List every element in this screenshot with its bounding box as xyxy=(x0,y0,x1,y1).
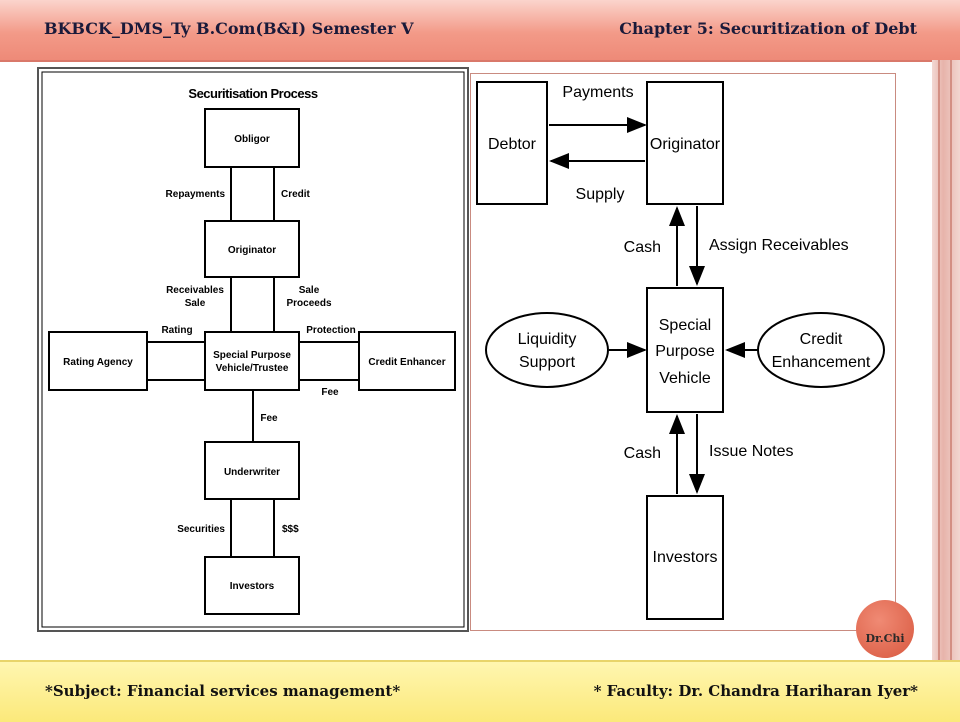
spv-label-line1: Special Purpose xyxy=(213,350,291,361)
liquidity-label-line1: Liquidity xyxy=(518,331,577,348)
chapter-title: Chapter 5: Securitization of Debt xyxy=(619,19,917,38)
receivables-sale-label: Sale xyxy=(185,298,206,309)
spv-box xyxy=(204,331,300,391)
liquidity-support-ellipse xyxy=(485,312,609,388)
credit-label-line1: Credit xyxy=(800,331,843,348)
fee-down-label: Fee xyxy=(260,413,278,424)
slide-footer: *Subject: Financial services management*… xyxy=(0,660,960,722)
investors-label: Investors xyxy=(653,549,718,566)
investors-label: Investors xyxy=(230,581,275,592)
credit-enhancement-ellipse xyxy=(757,312,885,388)
spv-label-line2: Purpose xyxy=(655,343,715,360)
underwriter-label: Underwriter xyxy=(224,467,280,478)
investors-box xyxy=(204,556,300,615)
investors-box xyxy=(646,495,724,620)
left-diagram-canvas: Securitisation Process Obligor xyxy=(41,71,465,628)
cash-top-label: Cash xyxy=(624,239,661,256)
fee-right-label: Fee xyxy=(321,387,339,398)
side-frame xyxy=(932,60,960,660)
assign-receivables-label: Assign Receivables xyxy=(709,237,849,254)
rating-label: Rating xyxy=(161,325,192,336)
spv-box xyxy=(646,287,724,413)
liquidity-label-line2: Support xyxy=(519,354,576,371)
credit-enhancer-box xyxy=(358,331,456,391)
debtor-label: Debtor xyxy=(488,136,537,153)
side-frame-line xyxy=(950,60,952,660)
issue-notes-label: Issue Notes xyxy=(709,443,793,460)
securities-label: Securities xyxy=(177,524,225,535)
spv-label-line2: Vehicle/Trustee xyxy=(216,363,289,374)
diagram-title: Securitisation Process xyxy=(188,86,317,101)
inner-frame xyxy=(41,71,465,628)
originator-label: Originator xyxy=(650,136,721,153)
supply-label: Supply xyxy=(576,186,625,203)
originator-label: Originator xyxy=(228,245,276,256)
securitisation-process-diagram: Securitisation Process Obligor xyxy=(37,67,469,632)
proceeds-label: Proceeds xyxy=(286,298,331,309)
author-badge xyxy=(856,600,914,658)
subject-text: *Subject: Financial services management* xyxy=(45,682,401,700)
course-title: BKBCK_DMS_Ty B.Com(B&I) Semester V xyxy=(44,19,414,38)
obligor-label: Obligor xyxy=(234,134,270,145)
originator-box xyxy=(646,81,724,205)
credit-label: Credit xyxy=(281,189,311,200)
spv-flow-diagram: Debtor Originator Special Purpose Vehicl… xyxy=(470,73,896,631)
slide-header: BKBCK_DMS_Ty B.Com(B&I) Semester V Chapt… xyxy=(0,0,960,62)
protection-label: Protection xyxy=(306,325,355,336)
dollars-label: $$$ xyxy=(282,524,299,535)
spv-label-line1: Special xyxy=(659,317,711,334)
obligor-box xyxy=(204,108,300,168)
author-badge-label: Dr.Chi xyxy=(865,632,905,645)
payments-label: Payments xyxy=(562,84,633,101)
underwriter-box xyxy=(204,441,300,500)
credit-enhancer-label: Credit Enhancer xyxy=(368,357,445,368)
credit-label-line2: Enhancement xyxy=(772,354,871,371)
side-frame-line xyxy=(938,60,940,660)
receivables-label: Receivables xyxy=(166,285,224,296)
rating-agency-box xyxy=(48,331,148,391)
sale-label: Sale xyxy=(299,285,320,296)
rating-agency-label: Rating Agency xyxy=(63,357,133,368)
faculty-text: * Faculty: Dr. Chandra Hariharan Iyer* xyxy=(593,682,918,700)
originator-box xyxy=(204,220,300,278)
repayments-label: Repayments xyxy=(166,189,226,200)
debtor-box xyxy=(476,81,548,205)
right-diagram-canvas: Debtor Originator Special Purpose Vehicl… xyxy=(476,81,885,620)
cash-bottom-label: Cash xyxy=(624,445,661,462)
spv-label-line3: Vehicle xyxy=(659,370,711,387)
